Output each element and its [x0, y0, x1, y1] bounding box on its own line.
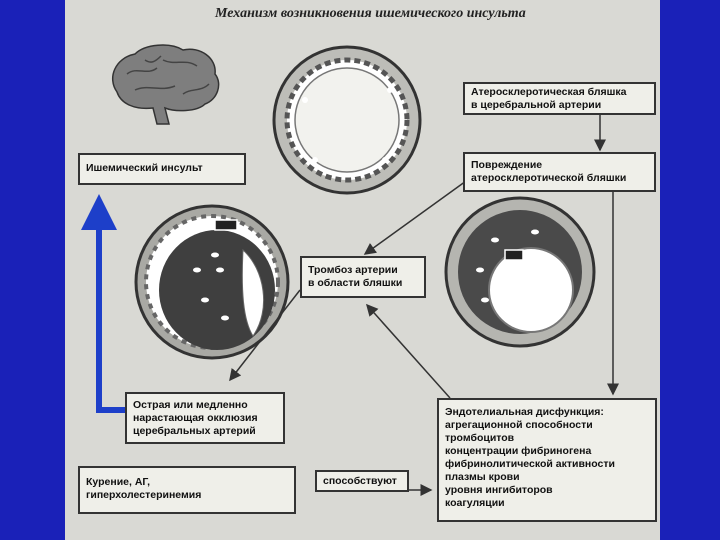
occlusion-line-1: Острая или медленно: [133, 399, 277, 412]
endothelial-line-6: плазмы крови: [445, 471, 649, 484]
thrombosis-box: Тромбоз артерии в области бляшки: [300, 256, 426, 298]
plaque-box: Атеросклеротическая бляшка в церебрально…: [463, 82, 656, 115]
artery-plaque-image: [274, 47, 420, 193]
promote-box: способствуют: [315, 470, 409, 492]
occlusion-line-2: нарастающая окклюзия: [133, 412, 277, 425]
occlusion-box: Острая или медленно нарастающая окклюзия…: [125, 392, 285, 444]
risk-line-2: гиперхолестеринемия: [86, 489, 288, 502]
stroke-line-1: Ишемический инсульт: [86, 162, 238, 175]
endothelial-line-1: Эндотелиальная дисфункция:: [445, 406, 649, 419]
endothelial-line-7: уровня ингибиторов: [445, 484, 649, 497]
endothelial-box: Эндотелиальная дисфункция: агрегационной…: [437, 398, 657, 522]
endothelial-line-3: тромбоцитов: [445, 432, 649, 445]
thrombosis-line-1: Тромбоз артерии: [308, 264, 418, 277]
artery-damage-image: [446, 198, 594, 346]
brain-icon: [113, 45, 219, 124]
plaque-line-2: в церебральной артерии: [471, 99, 648, 112]
thrombosis-line-2: в области бляшки: [308, 277, 418, 290]
promote-label: способствуют: [323, 475, 401, 488]
occlusion-line-3: церебральных артерий: [133, 425, 277, 438]
risk-line-1: Курение, АГ,: [86, 476, 288, 489]
damage-box: Повреждение атеросклеротической бляшки: [463, 152, 656, 192]
risk-factors-box: Курение, АГ, гиперхолестеринемия: [78, 466, 296, 514]
endothelial-line-8: коагуляции: [445, 497, 649, 510]
stroke-box: Ишемический инсульт: [78, 153, 246, 185]
endothelial-line-4: концентрации фибриногена: [445, 445, 649, 458]
endothelial-line-2: агрегационной способности: [445, 419, 649, 432]
damage-line-2: атеросклеротической бляшки: [471, 172, 648, 185]
endothelial-line-5: фибринолитической активности: [445, 458, 649, 471]
plaque-line-1: Атеросклеротическая бляшка: [471, 86, 648, 99]
damage-line-1: Повреждение: [471, 159, 648, 172]
diagram-page: Механизм возникновения ишемического инсу…: [65, 0, 660, 540]
